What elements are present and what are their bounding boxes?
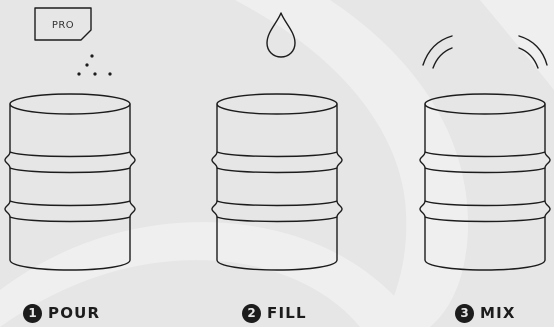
step-label: POUR: [48, 304, 100, 322]
step-number-badge: 1: [23, 304, 42, 323]
pro-label: PRO: [52, 20, 74, 31]
step-mix: 3 MIX: [455, 302, 516, 324]
step-label: MIX: [480, 304, 516, 322]
pouring-powder-dots: [77, 54, 111, 75]
step-number-badge: 3: [455, 304, 474, 323]
step-fill: 2 FILL: [242, 302, 307, 324]
step-label: FILL: [267, 304, 307, 322]
pro-pack-pour-icon: PRO: [35, 8, 91, 40]
step-number-badge: 2: [242, 304, 261, 323]
step-pour: 1 POUR: [23, 302, 100, 324]
